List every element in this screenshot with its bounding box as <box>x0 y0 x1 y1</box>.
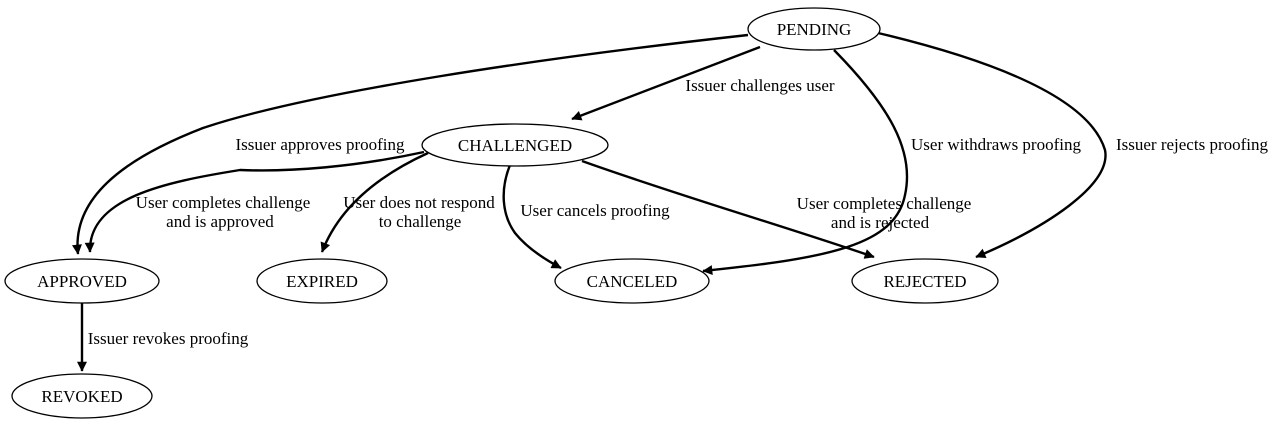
node-expired-label: EXPIRED <box>286 272 358 291</box>
node-challenged-label: CHALLENGED <box>458 136 572 155</box>
edge-pending-to-rejected <box>877 31 1107 259</box>
edges <box>72 31 1107 372</box>
edge-label-user-withdraws-proofing: User withdraws proofing <box>911 135 1081 154</box>
node-challenged-shape <box>421 123 609 167</box>
node-canceled-label: CANCELED <box>587 272 678 291</box>
edge-label-user-completes-challenge-approved-line2: and is approved <box>166 212 274 231</box>
node-revoked-shape <box>11 373 153 419</box>
node-revoked-label: REVOKED <box>41 387 122 406</box>
edge-pending-to-challenged <box>571 45 761 121</box>
node-pending-label: PENDING <box>777 20 852 39</box>
node-canceled: CANCELED <box>554 258 710 304</box>
node-approved-shape <box>4 258 160 304</box>
edge-label-user-completes-challenge-rejected-line1: User completes challenge <box>797 194 972 213</box>
node-expired: EXPIRED <box>256 258 388 304</box>
node-pending: PENDING <box>747 7 881 51</box>
edge-challenged-to-approved <box>84 150 425 253</box>
node-rejected: REJECTED <box>851 258 999 304</box>
edge-pending-to-approved <box>72 33 749 255</box>
node-expired-shape <box>256 258 388 304</box>
edge-label-user-does-not-respond-line2: to challenge <box>379 212 462 231</box>
edge-label-user-does-not-respond-line1: User does not respond <box>343 193 495 212</box>
edge-challenged-to-rejected <box>581 159 875 259</box>
edge-pending-to-canceled <box>702 49 909 276</box>
edge-label-issuer-approves-proofing: Issuer approves proofing <box>235 135 405 154</box>
edge-labels: Issuer challenges user Issuer approves p… <box>88 76 1269 348</box>
node-approved: APPROVED <box>4 258 160 304</box>
edge-label-issuer-revokes-proofing: Issuer revokes proofing <box>88 329 249 348</box>
node-challenged: CHALLENGED <box>421 123 609 167</box>
edge-label-user-completes-challenge-approved-line1: User completes challenge <box>136 193 311 212</box>
edge-challenged-to-expired <box>320 151 429 253</box>
node-revoked: REVOKED <box>11 373 153 419</box>
node-approved-label: APPROVED <box>37 272 127 291</box>
edge-label-issuer-challenges-user: Issuer challenges user <box>685 76 835 95</box>
node-canceled-shape <box>554 258 710 304</box>
node-pending-shape <box>747 7 881 51</box>
edge-challenged-to-canceled <box>502 164 562 270</box>
edge-label-issuer-rejects-proofing: Issuer rejects proofing <box>1116 135 1269 154</box>
nodes: PENDING CHALLENGED APPROVED EXPIRED CANC… <box>4 7 999 419</box>
edge-label-user-cancels-proofing: User cancels proofing <box>520 201 670 220</box>
node-rejected-label: REJECTED <box>883 272 966 291</box>
edge-label-user-completes-challenge-rejected-line2: and is rejected <box>831 213 930 232</box>
node-rejected-shape <box>851 258 999 304</box>
